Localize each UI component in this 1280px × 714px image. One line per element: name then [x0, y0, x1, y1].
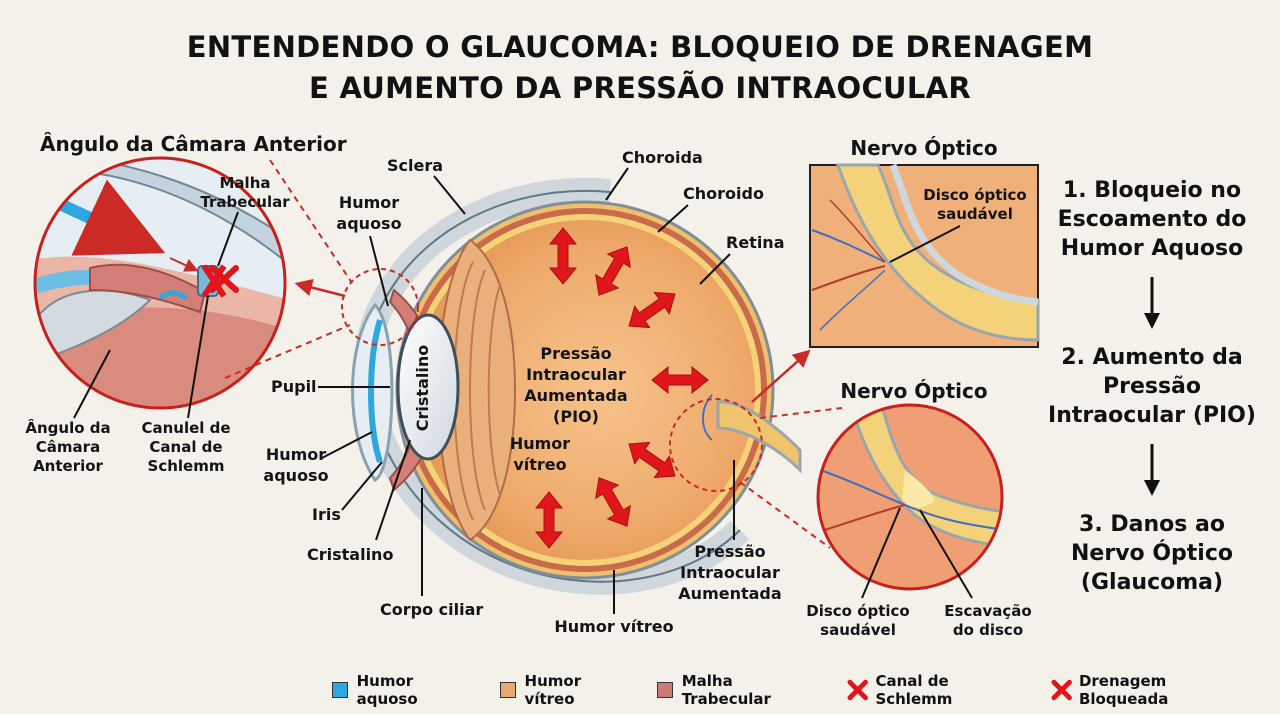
nerve-top-panel [809, 163, 1040, 348]
page-title-line-1: ENTENDENDO O GLAUCOMA: BLOQUEIO DE DRENA… [186, 30, 1094, 64]
label-pressao-2: Intraocular [680, 563, 780, 582]
legend-label-malha: Malha Trabecular [681, 672, 771, 708]
legend-item-aquoso: Humor aquoso [332, 672, 476, 708]
label-pressao-3: Aumentada [678, 584, 781, 603]
nerve-top-disc-1: Disco óptico [923, 186, 1027, 204]
label-iris: Iris [312, 505, 341, 524]
arrow-down-icon [1144, 444, 1160, 496]
label-pio-3: Aumentada [524, 386, 627, 405]
nerve-bottom-panel [816, 403, 1004, 591]
legend-label-drenagem: Drenagem Bloqueada [1078, 672, 1169, 708]
swatch-aquoso [332, 682, 348, 698]
step-1-line-2: Escoamento do [1057, 207, 1247, 232]
swatch-vitreo [499, 682, 516, 698]
label-choroido: Choroido [683, 184, 764, 203]
angle-panel-heading: Ângulo da Câmara Anterior [40, 132, 347, 156]
label-vitreo-in-2: vítreo [513, 455, 566, 474]
legend-item-vitreo: Humor vítreo [499, 672, 633, 708]
legend-label-aquoso: Humor aquoso [356, 672, 418, 708]
label-choroida: Choroida [622, 148, 703, 167]
nerve-bottom-disc-2: saudável [820, 621, 896, 639]
label-cristalino-lens: Cristalino [413, 345, 432, 431]
legend-label-vitreo: Humor vítreo [524, 672, 582, 708]
step-1-line-1: 1. Bloqueio no [1062, 178, 1242, 203]
legend-item-malha: Malha Trabecular [657, 672, 823, 708]
label-angle-3: Anterior [33, 457, 103, 475]
nerve-top-heading: Nervo Óptico [850, 136, 997, 160]
step-2-line-3: Intraocular (PIO) [1048, 403, 1256, 428]
nerve-bottom-heading: Nervo Óptico [840, 379, 987, 403]
label-canal-1: Canulel de [141, 419, 230, 437]
leader-angle [73, 349, 111, 419]
label-malha-2: Trabecular [200, 193, 290, 211]
legend-item-drenagem: Drenagem Bloqueada [1051, 672, 1256, 708]
swatch-malha [657, 682, 673, 698]
x-mark-icon [1051, 679, 1072, 701]
label-angle-1: Ângulo da [25, 418, 110, 437]
step-2-line-1: 2. Aumento da [1061, 345, 1243, 370]
label-humor-low-2: aquoso [263, 466, 328, 485]
cause-effect-steps: 1. Bloqueio no Escoamento do Humor Aquos… [1046, 176, 1258, 597]
legend: Humor aquoso Humor vítreo Malha Trabecul… [332, 672, 1280, 708]
label-pupil: Pupil [271, 377, 317, 396]
label-sclera: Sclera [387, 156, 443, 175]
legend-item-schlemm: Canal de Schlemm [847, 672, 1027, 708]
nerve-bottom-cup-2: do disco [953, 621, 1023, 639]
label-vitreo-bottom: Humor vítreo [554, 617, 673, 636]
leader-canal [187, 295, 209, 419]
step-3-line-3: (Glaucoma) [1080, 570, 1224, 595]
arrow-down-icon [1144, 277, 1160, 329]
label-humor-top-1: Humor [339, 193, 399, 212]
legend-label-schlemm: Canal de Schlemm [875, 672, 953, 708]
label-angle-2: Câmara [36, 438, 100, 456]
step-1-line-3: Humor Aquoso [1060, 236, 1244, 261]
label-canal-3: Schlemm [148, 457, 225, 475]
label-canal-2: Canal de [149, 438, 222, 456]
nerve-top-disc-2: saudável [937, 205, 1013, 223]
x-mark-icon [847, 679, 868, 701]
step-3-line-2: Nervo Óptico [1071, 541, 1233, 566]
label-retina: Retina [726, 233, 785, 252]
leader-malha [217, 211, 239, 267]
label-vitreo-in-1: Humor [510, 434, 570, 453]
label-cristalino: Cristalino [307, 545, 393, 564]
label-pio-2: Intraocular [526, 365, 626, 384]
step-2-line-2: Pressão [1102, 374, 1202, 399]
label-humor-low-1: Humor [266, 445, 326, 464]
page-title-line-2: E AUMENTO DA PRESSÃO INTRAOCULAR [308, 71, 972, 105]
label-corpo-ciliar: Corpo ciliar [380, 600, 483, 619]
label-pio-4: (PIO) [553, 407, 599, 426]
nerve-bottom-cup-1: Escavação [944, 602, 1031, 620]
label-humor-top-2: aquoso [336, 214, 401, 233]
label-pio-1: Pressão [540, 344, 611, 363]
label-malha-1: Malha [220, 174, 271, 192]
nerve-bottom-disc-1: Disco óptico [806, 602, 910, 620]
step-3-line-1: 3. Danos ao [1079, 512, 1225, 537]
label-pressao-1: Pressão [694, 542, 765, 561]
